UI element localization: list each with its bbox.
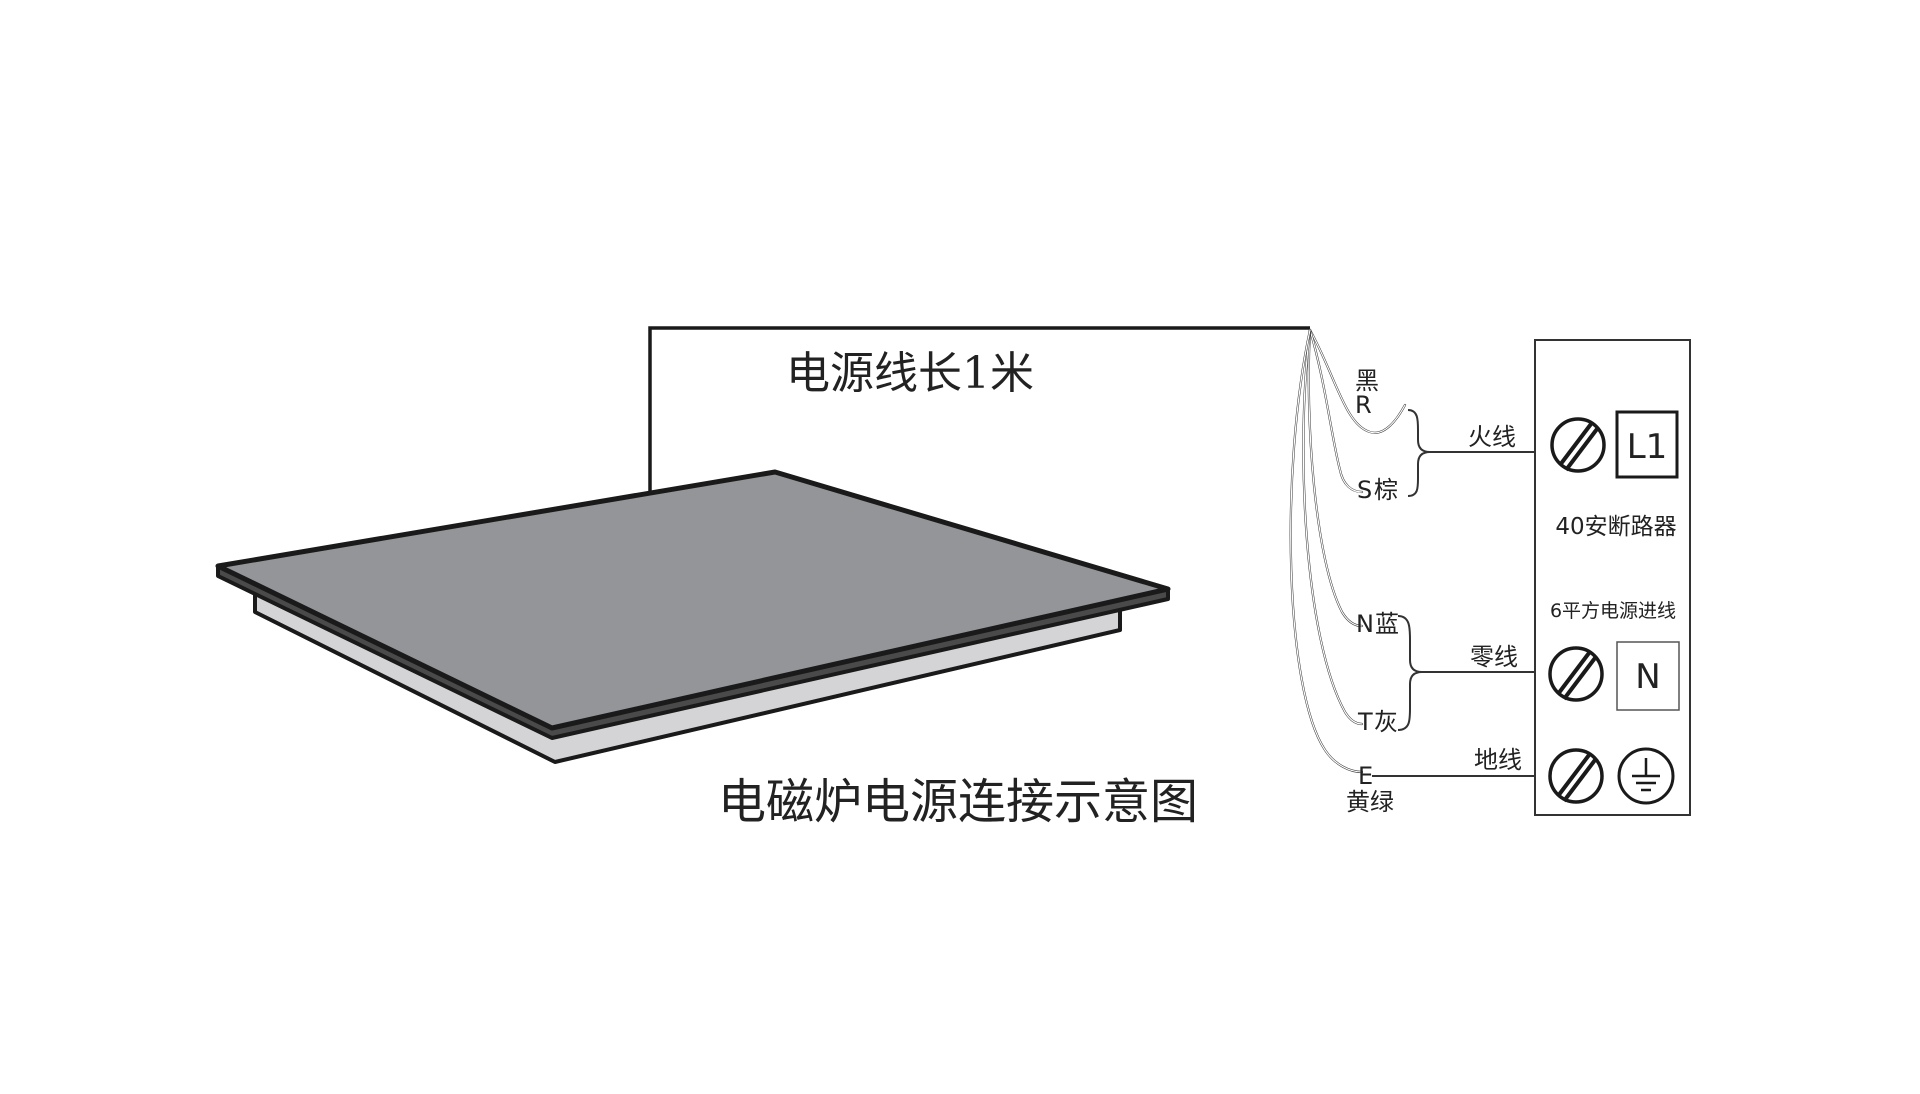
breaker-panel: L1 40安断路器 6平方电源进线 N [1534, 339, 1691, 816]
wire-t [1302, 328, 1364, 726]
wire-t-color-label: 灰 [1374, 708, 1398, 736]
neutral-bracket [1397, 615, 1535, 731]
wire-n-color-label: 蓝 [1375, 610, 1399, 638]
power-cable [648, 326, 1310, 492]
cooktop-glass-top [215, 469, 1171, 731]
wire-s-letter-label: S [1357, 476, 1372, 504]
l1-symbol-box [1615, 410, 1679, 479]
wire-r [1308, 328, 1407, 434]
ground-group-label: 地线 [1474, 746, 1522, 774]
neutral-group-label: 零线 [1470, 643, 1518, 671]
live-bracket [1407, 409, 1535, 497]
terminal-ground [1548, 747, 1675, 805]
wire-n [1307, 328, 1364, 628]
ground-symbol-icon [1617, 747, 1675, 805]
cable-length-label: 电源线长1米 [786, 348, 1034, 399]
power-cable-line [648, 326, 1310, 492]
induction-cooktop [215, 469, 1171, 764]
wire-e-color-label: 黄绿 [1346, 788, 1394, 816]
live-group-label: 火线 [1468, 423, 1516, 451]
wire-e-letter-label: E [1358, 762, 1373, 790]
wire-s-color-label: 棕 [1374, 476, 1398, 504]
diagram-title: 电磁炉电源连接示意图 [718, 774, 1198, 830]
l1-symbol-label: L1 [1627, 427, 1668, 467]
supply-cable-label: 6平方电源进线 [1550, 600, 1676, 622]
wire-r-color-label: 黑 [1355, 367, 1379, 395]
terminal-n: N [1548, 641, 1680, 711]
n-symbol-label: N [1635, 657, 1660, 697]
wire-t-letter-label: T [1357, 708, 1373, 736]
breaker-rating-label: 40安断路器 [1555, 514, 1676, 540]
wire-r-letter-label: R [1355, 391, 1372, 419]
wire-bundle [1289, 328, 1407, 774]
n-symbol-box [1616, 641, 1680, 711]
wire-s [1308, 328, 1364, 494]
terminal-l1: L1 [1550, 410, 1679, 479]
wire-e [1289, 328, 1364, 774]
wire-n-letter-label: N [1356, 610, 1374, 638]
